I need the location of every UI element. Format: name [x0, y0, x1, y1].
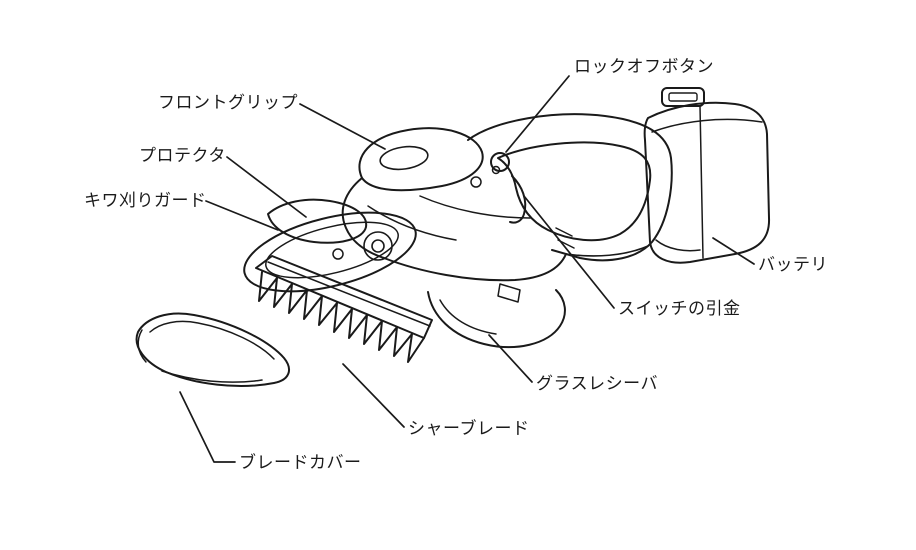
- label-lock-off-button: ロックオフボタン: [574, 57, 714, 76]
- leader-shear-blade: [342, 363, 405, 428]
- label-switch-trigger: スイッチの引金: [618, 299, 741, 318]
- protector-illustration: [267, 198, 368, 244]
- label-edge-guard: キワ刈りガード: [84, 191, 207, 210]
- front-grip-illustration: [358, 127, 484, 192]
- leader-grass-receiver: [488, 334, 533, 383]
- leader-protector: [226, 156, 307, 218]
- blade-cover-illustration: [135, 312, 291, 387]
- label-shear-blade: シャーブレード: [408, 419, 530, 438]
- shear-blade-illustration: [255, 255, 433, 363]
- leader-battery: [712, 237, 755, 265]
- leader-switch-trigger: [523, 195, 615, 309]
- leader-edge-guard: [205, 200, 279, 231]
- battery-illustration: [643, 87, 771, 264]
- leader-lock-off-button: [505, 75, 570, 153]
- trigger-illustration: [509, 175, 527, 224]
- leader-front-grip: [299, 103, 386, 150]
- leader-lines: [179, 75, 755, 463]
- label-protector: プロテクタ: [139, 146, 226, 165]
- leader-blade-cover: [179, 391, 236, 463]
- handle-illustration: [467, 113, 673, 262]
- label-blade-cover: ブレードカバー: [239, 453, 362, 472]
- label-front-grip: フロントグリップ: [158, 93, 298, 112]
- label-battery: バッテリ: [758, 255, 828, 274]
- label-grass-receiver: グラスレシーバ: [536, 374, 658, 393]
- guard-illustration: [243, 198, 417, 293]
- grass-receiver-illustration: [427, 283, 566, 349]
